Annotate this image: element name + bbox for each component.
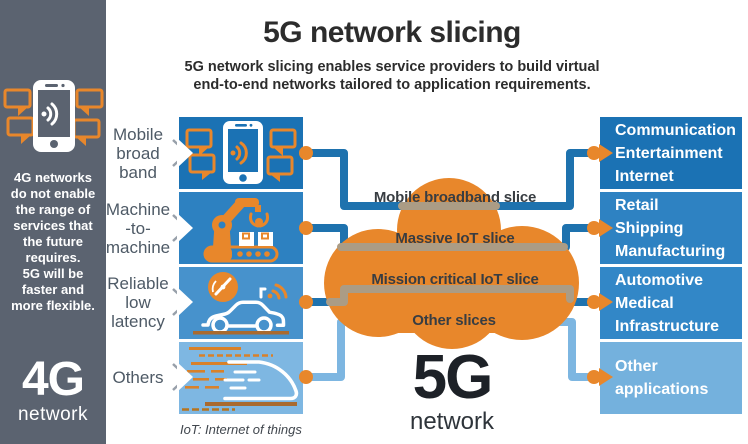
application-box-label: Retail Shipping Manufacturing	[615, 196, 726, 260]
application-box-other-applications: Other applications	[600, 342, 742, 414]
slice-label-other-slices: Other slices	[412, 312, 496, 329]
high-speed-train-icon	[182, 347, 299, 411]
iot-footnote: IoT: Internet of things	[180, 422, 302, 437]
slice-line-mission-critical-iot	[302, 285, 600, 306]
application-box-label: Automotive Medical Infrastructure	[615, 271, 720, 335]
application-box-communication: Communication Entertainment Internet	[600, 117, 742, 189]
application-box-retail: Retail Shipping Manufacturing	[600, 192, 742, 264]
connected-car-icon	[193, 272, 289, 335]
category-label-mobile-broadband: Mobile broad band	[112, 125, 164, 182]
sidebar-4g: 4G networks do not enable the range of s…	[0, 0, 106, 444]
category-box-mobile-broadband	[179, 117, 303, 189]
sidebar-description: 4G networks do not enable the range of s…	[10, 170, 96, 313]
category-box-others	[179, 342, 303, 414]
5g-wordmark: 5G	[412, 343, 494, 412]
slice-label-mission-critical-iot: Mission critical IoT slice	[371, 271, 539, 288]
sidebar-4g-wordmark: 4G	[21, 353, 85, 406]
application-box-label: Other applications	[615, 358, 709, 398]
sidebar-4g-network-label: network	[17, 404, 89, 425]
smartphone-chat-bubbles-icon	[3, 80, 104, 152]
application-box-automotive: Automotive Medical Infrastructure	[600, 267, 742, 339]
5g-network-label: network	[409, 408, 495, 435]
category-label-machine-to-machine: Machine -to- machine	[105, 200, 171, 257]
category-box-machine-to-machine	[179, 192, 303, 264]
page-title: 5G network slicing	[263, 16, 521, 49]
category-label-reliable-low-latency: Reliable low latency	[107, 274, 169, 331]
category-label-others: Others	[112, 368, 164, 387]
robot-arm-conveyor-icon	[203, 198, 279, 263]
slice-label-mobile-broadband: Mobile broadband slice	[373, 189, 537, 206]
smartphone-chat-bubbles-icon	[185, 121, 297, 184]
slice-label-massive-iot: Massive IoT slice	[395, 230, 515, 247]
category-box-reliable-low-latency	[179, 267, 303, 339]
application-box-label: Communication Entertainment Internet	[615, 121, 736, 185]
page-subtitle: 5G network slicing enables service provi…	[184, 59, 600, 93]
